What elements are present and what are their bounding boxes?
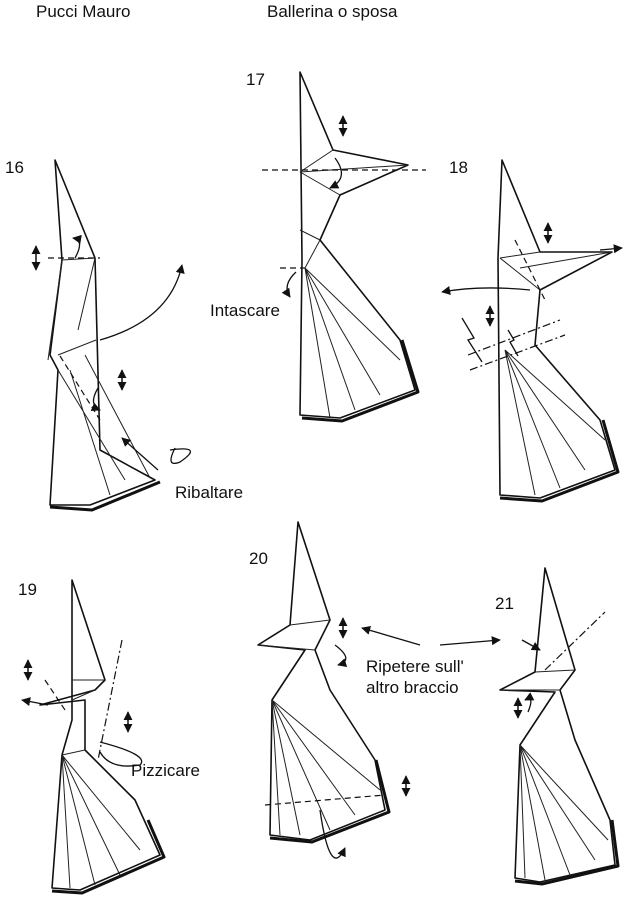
step-number-16: 16 <box>5 158 24 177</box>
step-20-figure <box>257 521 391 844</box>
step-16-arrows <box>31 234 191 471</box>
label-intascare: Intascare <box>210 301 280 320</box>
step-17-arrows <box>281 115 348 298</box>
step-21-figure <box>499 567 620 886</box>
step-number-20: 20 <box>249 549 268 568</box>
label-ripetere: Ripetere sull' altro braccio <box>366 656 464 698</box>
step-number-21: 21 <box>495 594 514 613</box>
author-name: Pucci Mauro <box>36 2 131 21</box>
step-21-arrows <box>513 639 541 719</box>
step-number-18: 18 <box>449 158 468 177</box>
label-pizzicare: Pizzicare <box>131 761 200 780</box>
label-ripetere-line2: altro braccio <box>366 678 459 697</box>
step-number-17: 17 <box>246 70 265 89</box>
diagram-title: Ballerina o sposa <box>267 2 398 21</box>
step-17-figure <box>262 71 426 423</box>
step-18-arrows <box>441 222 623 363</box>
label-ribaltare: Ribaltare <box>175 483 244 502</box>
step-16-figure <box>47 159 161 512</box>
step-19-figure <box>39 579 166 895</box>
step-19-arrows <box>21 659 143 767</box>
step-number-19: 19 <box>18 580 37 599</box>
step-20-arrows <box>319 617 501 859</box>
step-18-figure <box>467 159 620 503</box>
label-ripetere-line1: Ripetere sull' <box>366 657 464 676</box>
